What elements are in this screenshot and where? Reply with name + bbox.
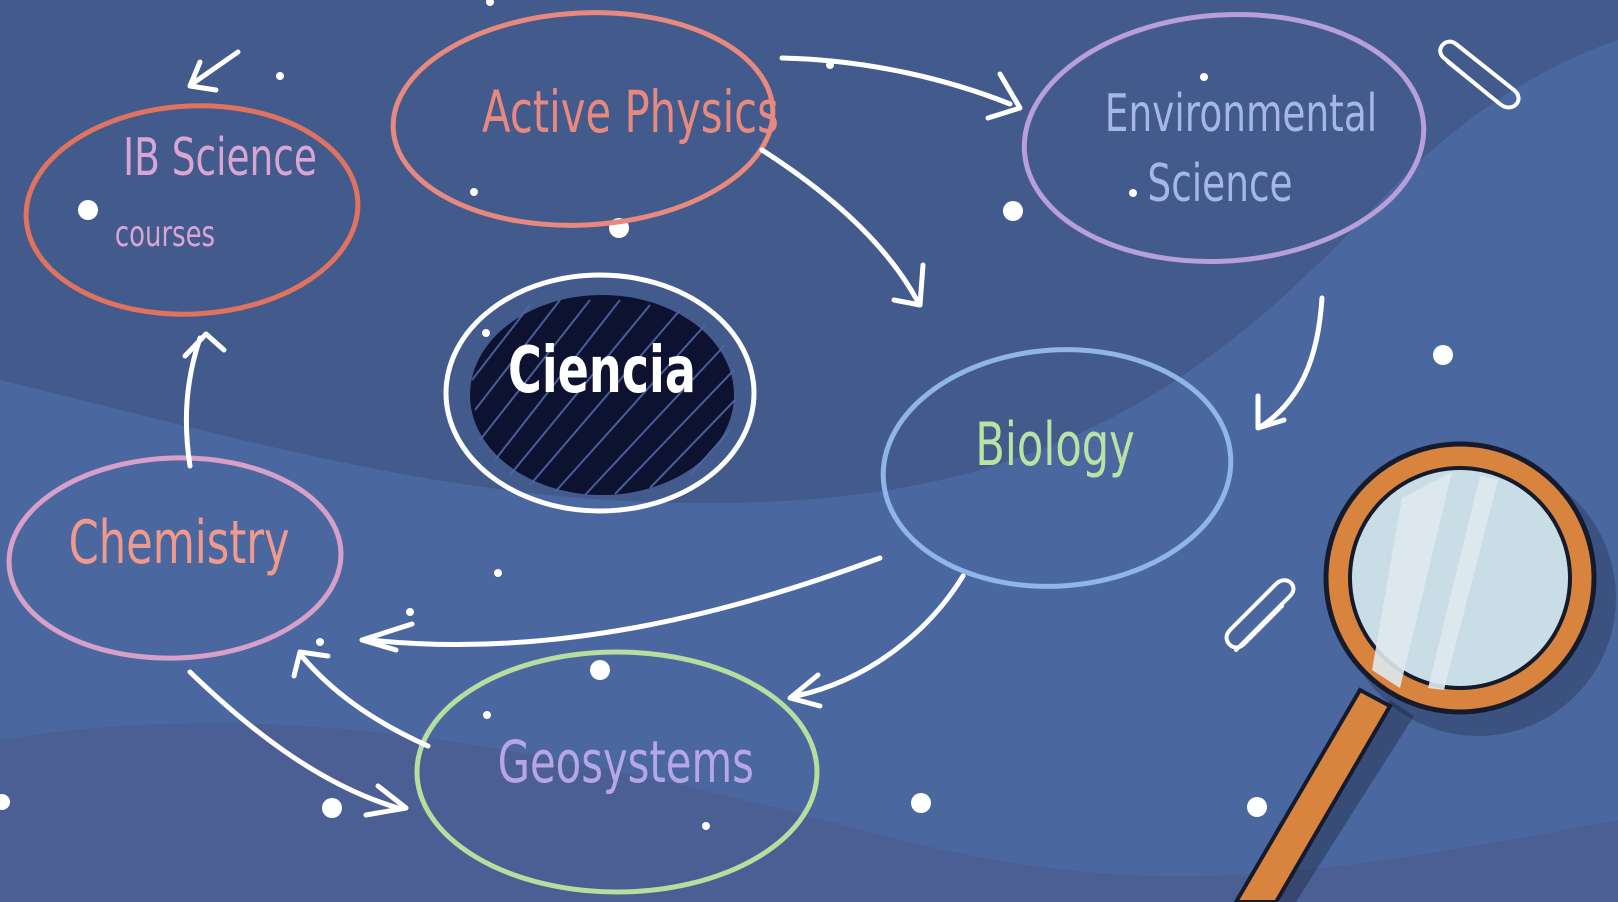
connection-arrows [182, 49, 1325, 818]
biology-label[interactable]: Biology [975, 410, 1135, 480]
arrow-ib-incoming [189, 49, 241, 87]
active-physics-label[interactable]: Active Physics [482, 78, 779, 146]
arrow-biology-to-chemistry [367, 555, 883, 647]
environmental-science-node[interactable]: Environmental Science [1060, 84, 1380, 224]
arrow-biology-to-geosystems-head [787, 672, 823, 709]
arrow-chemistry-to-ib-head [182, 331, 227, 359]
geosystems-ring [414, 649, 820, 895]
active-physics-ring [390, 10, 776, 228]
chemistry-ring [6, 455, 344, 661]
geosystems-label[interactable]: Geosystems [497, 728, 754, 796]
ib-science-node[interactable]: IB Science courses [70, 128, 370, 278]
arrow-physics-to-biology-head [891, 262, 926, 308]
arrow-biology-to-chemistry-head [359, 621, 415, 653]
arrow-geosystems-to-chemistry-head [291, 649, 331, 679]
chemistry-label[interactable]: Chemistry [68, 508, 290, 578]
paperclip-icon [1438, 39, 1521, 110]
arrow-environmental-to-biology [1259, 295, 1325, 429]
arrow-biology-to-geosystems [793, 573, 966, 699]
magnifying-glass-icon [1233, 441, 1616, 902]
arrow-chemistry-to-geosystems [187, 669, 401, 811]
arrow-physics-to-environmental-head [985, 71, 1023, 121]
background-wave-lower [0, 723, 1618, 902]
paperclip-icon-lower [1224, 578, 1296, 652]
biology-ring [880, 347, 1234, 589]
ciencia-center-node [443, 272, 757, 514]
environmental-science-label-line2: Science [1147, 154, 1293, 214]
arrow-geosystems-to-chemistry [297, 651, 431, 749]
ciencia-label[interactable]: Ciencia [508, 334, 696, 408]
arrow-chemistry-to-geosystems-head [363, 783, 409, 818]
ib-science-ring [23, 103, 361, 317]
arrow-environmental-to-biology-head [1255, 393, 1287, 431]
star-dots [0, 0, 1453, 830]
arrow-ib-incoming-head [187, 59, 219, 93]
ib-science-label-line1: IB Science [123, 128, 317, 188]
arrow-chemistry-to-ib [183, 335, 203, 469]
arrow-physics-to-biology [759, 147, 921, 305]
environmental-science-label-line1: Environmental [1104, 84, 1378, 144]
ib-science-label-line2: courses [114, 214, 216, 255]
environmental-science-ring [1021, 12, 1427, 264]
background-wave [0, 40, 1618, 902]
arrow-physics-to-environmental [779, 55, 1013, 107]
